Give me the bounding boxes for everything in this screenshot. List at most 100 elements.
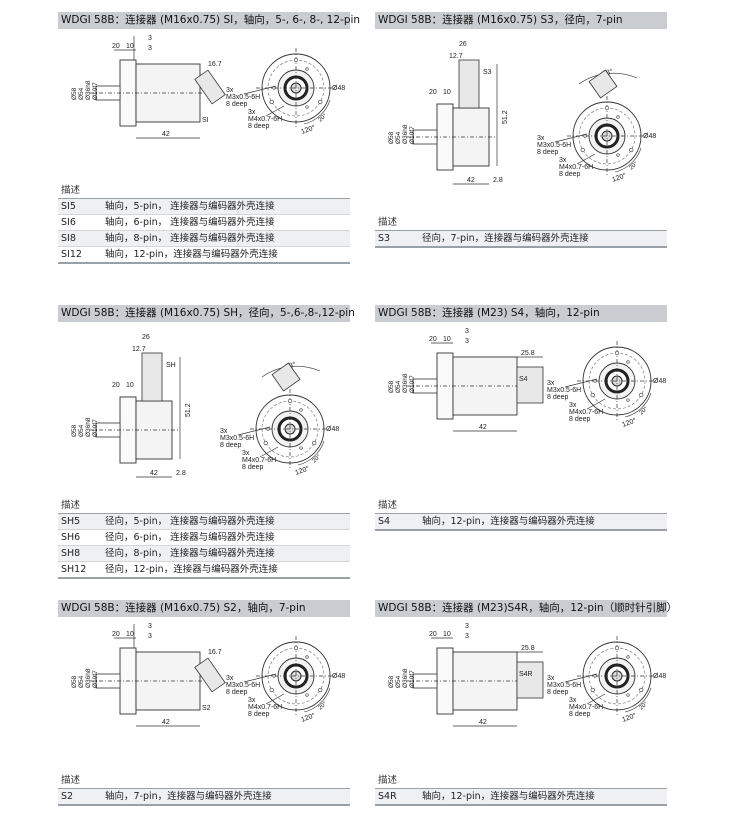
panel-sh: WDGI 58B：连接器 (M16x0.75) SH，径向，5-,6-,8-,1… bbox=[58, 305, 355, 579]
panel-si: WDGI 58B：连接器 (M16x0.75) SI，轴向，5-, 6-, 8-… bbox=[58, 12, 360, 264]
hole-spec-label: 3x bbox=[559, 157, 567, 164]
dimension-label: 10 bbox=[443, 631, 451, 638]
mounting-hole bbox=[318, 687, 323, 693]
panel-title: WDGI 58B：连接器 (M23)S4R，轴向，12-pin（顺时针引脚） bbox=[375, 600, 677, 617]
hole-spec-label: 8 deep bbox=[569, 416, 591, 423]
variant-description: 径向，5-pin， 连接器与编码器外壳连接 bbox=[105, 516, 275, 527]
variant-code: SH12 bbox=[61, 564, 87, 575]
angle-label: 120° bbox=[300, 711, 317, 724]
dimension-label: 20 bbox=[429, 89, 437, 96]
thread-hole bbox=[616, 153, 620, 157]
diameter-label: Ø54 bbox=[395, 380, 402, 393]
mounting-hole bbox=[287, 398, 293, 404]
variant-code: SI12 bbox=[61, 249, 82, 260]
hole-spec-label: 8 deep bbox=[569, 711, 591, 718]
dimension-label: 42 bbox=[162, 131, 170, 138]
hole-spec-label: M3x0.5-6H bbox=[226, 94, 260, 101]
hole-spec-label: M3x0.5-6H bbox=[547, 387, 581, 394]
mounting-hole bbox=[293, 57, 299, 63]
angle-label: 120° bbox=[621, 416, 638, 429]
connector-label: S3 bbox=[483, 69, 492, 76]
angle-label: 20° bbox=[317, 113, 328, 124]
dimension-label: 26 bbox=[459, 41, 467, 48]
dimension-label: 3 bbox=[148, 35, 152, 42]
hole-spec-label: 3x bbox=[537, 135, 545, 142]
dimension-label: 2.8 bbox=[493, 177, 503, 184]
dimension-label: 16.7 bbox=[208, 61, 222, 68]
diameter-label: Ø48 bbox=[332, 673, 345, 680]
connector bbox=[141, 352, 163, 402]
table-header: 描述 bbox=[58, 499, 350, 514]
hole-spec-label: 8 deep bbox=[220, 442, 242, 449]
variant-code: SI8 bbox=[61, 233, 76, 244]
variant-code: S4 bbox=[378, 516, 391, 527]
variant-code: SH8 bbox=[61, 548, 81, 559]
diameter-label: Ø10f7 bbox=[409, 670, 416, 688]
variant-description: 径向，12-pin，连接器与编码器外壳连接 bbox=[105, 564, 278, 575]
variant-description: 轴向，12-pin，连接器与编码器外壳连接 bbox=[422, 791, 595, 802]
dimension-label: 16.7 bbox=[208, 649, 222, 656]
dimension-label: 10 bbox=[126, 631, 134, 638]
leader-line bbox=[265, 693, 285, 705]
hole-spec-label: M3x0.5-6H bbox=[220, 435, 254, 442]
mounting-hole bbox=[293, 645, 299, 651]
hole-spec-label: 8 deep bbox=[547, 394, 569, 401]
dimension-label: 42 bbox=[467, 177, 475, 184]
diameter-label: Ø36h8 bbox=[85, 417, 92, 437]
thread-hole bbox=[272, 674, 276, 678]
angle-label: 120° bbox=[300, 123, 317, 136]
hole-spec-label: M4x0.7-6H bbox=[248, 704, 282, 711]
hole-spec-label: 3x bbox=[242, 450, 250, 457]
dimension-label: 20 bbox=[112, 43, 120, 50]
mounting-hole bbox=[269, 99, 274, 105]
angle-arc bbox=[303, 687, 331, 713]
leader-line bbox=[564, 673, 598, 683]
dimension-label: 10 bbox=[443, 89, 451, 96]
variant-description: 轴向，5-pin， 连接器与编码器外壳连接 bbox=[105, 201, 275, 212]
diameter-label: Ø54 bbox=[395, 675, 402, 688]
mounting-hole bbox=[639, 392, 644, 398]
angle-label: 20° bbox=[638, 406, 649, 417]
dimension-label: 10 bbox=[443, 336, 451, 343]
table-header: 描述 bbox=[375, 216, 667, 231]
panel-title: WDGI 58B：连接器 (M16x0.75) S3，径向，7-pin bbox=[375, 12, 667, 29]
mounting-hole bbox=[614, 350, 620, 356]
table-header: 描述 bbox=[58, 184, 350, 199]
mounting-hole bbox=[263, 440, 268, 446]
angle-label: 20° bbox=[311, 454, 322, 465]
dimension-label: 3 bbox=[148, 623, 152, 630]
angle-label: 20° bbox=[317, 701, 328, 712]
connector-label: S4 bbox=[519, 376, 528, 383]
leader-line bbox=[586, 693, 606, 705]
connector-label: S4R bbox=[519, 671, 533, 678]
dimension-label: 3 bbox=[148, 633, 152, 640]
dimension-label: 26 bbox=[142, 334, 150, 341]
connector-label: SH bbox=[166, 362, 176, 369]
dimension-label: 42 bbox=[479, 424, 487, 431]
mounting-hole bbox=[312, 440, 317, 446]
variant-description: 径向，6-pin， 连接器与编码器外壳连接 bbox=[105, 532, 275, 543]
connector-label: SI bbox=[202, 117, 209, 124]
variant-code: S2 bbox=[61, 791, 74, 802]
diameter-label: Ø58 bbox=[388, 675, 395, 688]
connector bbox=[194, 69, 226, 105]
diameter-label: Ø54 bbox=[395, 131, 402, 144]
variant-description: 径向，7-pin，连接器与编码器外壳连接 bbox=[422, 233, 589, 244]
hole-spec-label: 8 deep bbox=[248, 711, 270, 718]
thread-hole bbox=[272, 86, 276, 90]
angle-label: 20° bbox=[638, 701, 649, 712]
mounting-hole bbox=[590, 687, 595, 693]
hole-spec-label: M4x0.7-6H bbox=[569, 704, 603, 711]
